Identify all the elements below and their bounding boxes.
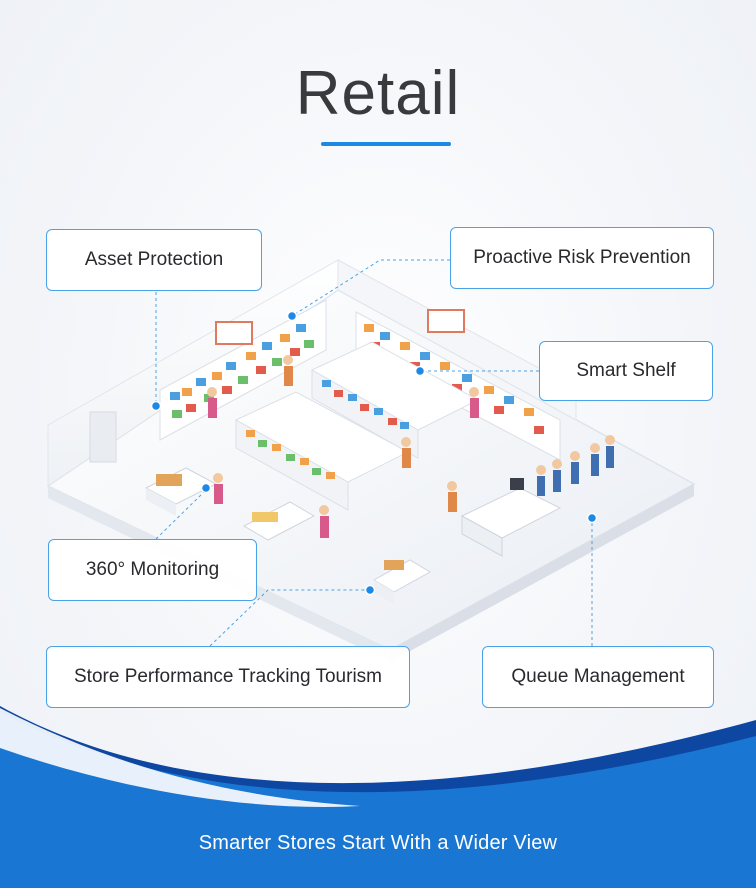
feature-smart-shelf: Smart Shelf [539, 341, 713, 401]
feature-360-monitoring: 360° Monitoring [48, 539, 257, 601]
display-tables [144, 467, 431, 604]
aisle-shelves [234, 341, 480, 511]
right-wall [337, 259, 577, 421]
checkout-counter [460, 478, 562, 557]
connector-dots [150, 310, 598, 596]
feature-queue-management: Queue Management [482, 646, 714, 708]
footer-tagline: Smarter Stores Start With a Wider View [198, 832, 558, 854]
feature-asset-protection: Asset Protection [46, 229, 262, 291]
feature-store-performance-tracking: Store Performance Tracking Tourism [46, 646, 410, 708]
wall-shelf-right [355, 309, 561, 461]
people [207, 355, 615, 538]
wall-shelf-left [159, 299, 327, 441]
page-title: Retail [295, 59, 461, 128]
title-underline [321, 142, 451, 146]
connector-lines [155, 259, 593, 647]
feature-proactive-risk-prevention: Proactive Risk Prevention [450, 227, 714, 289]
